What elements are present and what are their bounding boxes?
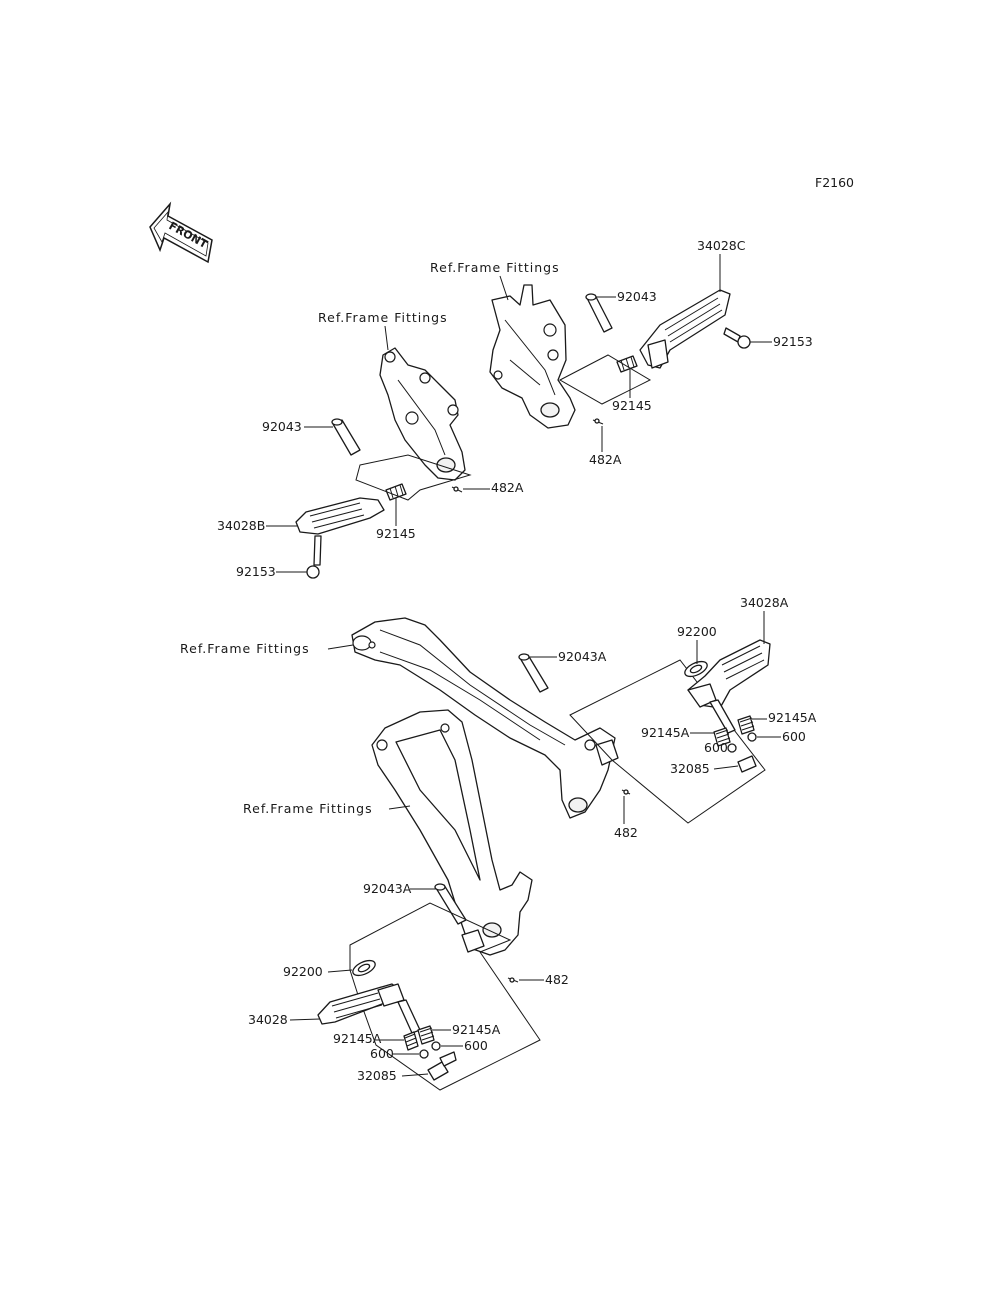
ball-600-upper-right xyxy=(747,732,757,742)
pin-92043-left xyxy=(331,418,361,456)
clip-482A-right xyxy=(592,418,604,425)
clip-482-lower xyxy=(507,977,519,983)
ball-600-lower-left xyxy=(419,1049,429,1059)
washer-92200-upper xyxy=(684,660,708,678)
part-92200-lower: 92200 xyxy=(283,964,323,979)
footpeg-34028B xyxy=(295,497,385,535)
clip-482A-left xyxy=(451,486,463,493)
bolt-92153-left xyxy=(306,535,322,579)
part-92145A-lower-right: 92145A xyxy=(452,1022,501,1037)
part-92145A-upper-left: 92145A xyxy=(641,725,690,740)
washer-92200-lower xyxy=(352,959,376,977)
upper-right-bracket xyxy=(489,284,576,429)
part-92153-left: 92153 xyxy=(236,564,276,579)
plate-32085-lower xyxy=(427,1051,457,1081)
part-92145-right: 92145 xyxy=(612,398,652,413)
part-600-lower-right: 600 xyxy=(464,1038,488,1053)
spring-92145A-lower-left xyxy=(403,1031,419,1051)
ref-frame-label-middle: Ref.Frame Fittings xyxy=(180,641,310,656)
footpeg-34028 xyxy=(317,983,421,1034)
part-92043A-upper: 92043A xyxy=(558,649,607,664)
part-92200-upper: 92200 xyxy=(677,624,717,639)
part-600-lower-left: 600 xyxy=(370,1046,394,1061)
spring-92145A-upper-right xyxy=(737,715,755,735)
pin-92043A-upper xyxy=(518,653,549,693)
middle-long-bracket xyxy=(351,617,619,819)
pin-92043-right xyxy=(585,293,613,333)
part-92043-right: 92043 xyxy=(617,289,657,304)
part-32085-upper: 32085 xyxy=(670,761,710,776)
ref-frame-label-upper-right: Ref.Frame Fittings xyxy=(430,260,560,275)
spring-92145A-lower-right xyxy=(417,1025,435,1045)
ref-frame-label-upper-left: Ref.Frame Fittings xyxy=(318,310,448,325)
clip-482-upper xyxy=(621,789,631,795)
footpeg-34028A xyxy=(687,639,771,734)
part-482A-right: 482A xyxy=(589,452,622,467)
ball-600-upper-left xyxy=(727,743,737,753)
part-34028: 34028 xyxy=(248,1012,288,1027)
part-482-lower: 482 xyxy=(545,972,569,987)
ball-600-lower-right xyxy=(431,1041,441,1051)
upper-left-bracket xyxy=(379,347,466,481)
plate-32085-upper xyxy=(737,755,757,773)
part-92043-left: 92043 xyxy=(262,419,302,434)
spring-92145-left xyxy=(385,483,407,501)
spring-92145-right xyxy=(616,355,638,373)
part-482-upper: 482 xyxy=(614,825,638,840)
part-92145A-upper-right: 92145A xyxy=(768,710,817,725)
footpeg-34028C xyxy=(639,289,731,369)
part-32085-lower: 32085 xyxy=(357,1068,397,1083)
part-92145A-lower-left: 92145A xyxy=(333,1031,382,1046)
lower-triangular-bracket xyxy=(371,709,533,956)
part-600-upper-left: 600 xyxy=(704,740,728,755)
front-direction-arrow-icon: FRONT xyxy=(149,201,213,264)
part-92043A-lower: 92043A xyxy=(363,881,412,896)
part-34028A: 34028A xyxy=(740,595,789,610)
part-600-upper-right: 600 xyxy=(782,729,806,744)
spring-92145A-upper-left xyxy=(713,727,731,747)
part-34028C: 34028C xyxy=(697,238,746,253)
part-34028B: 34028B xyxy=(217,518,265,533)
bolt-92153-right xyxy=(723,327,751,349)
part-92145-left: 92145 xyxy=(376,526,416,541)
ref-frame-label-lower: Ref.Frame Fittings xyxy=(243,801,373,816)
part-92153-right: 92153 xyxy=(773,334,813,349)
part-482A-left: 482A xyxy=(491,480,524,495)
diagram-code: F2160 xyxy=(815,175,854,190)
